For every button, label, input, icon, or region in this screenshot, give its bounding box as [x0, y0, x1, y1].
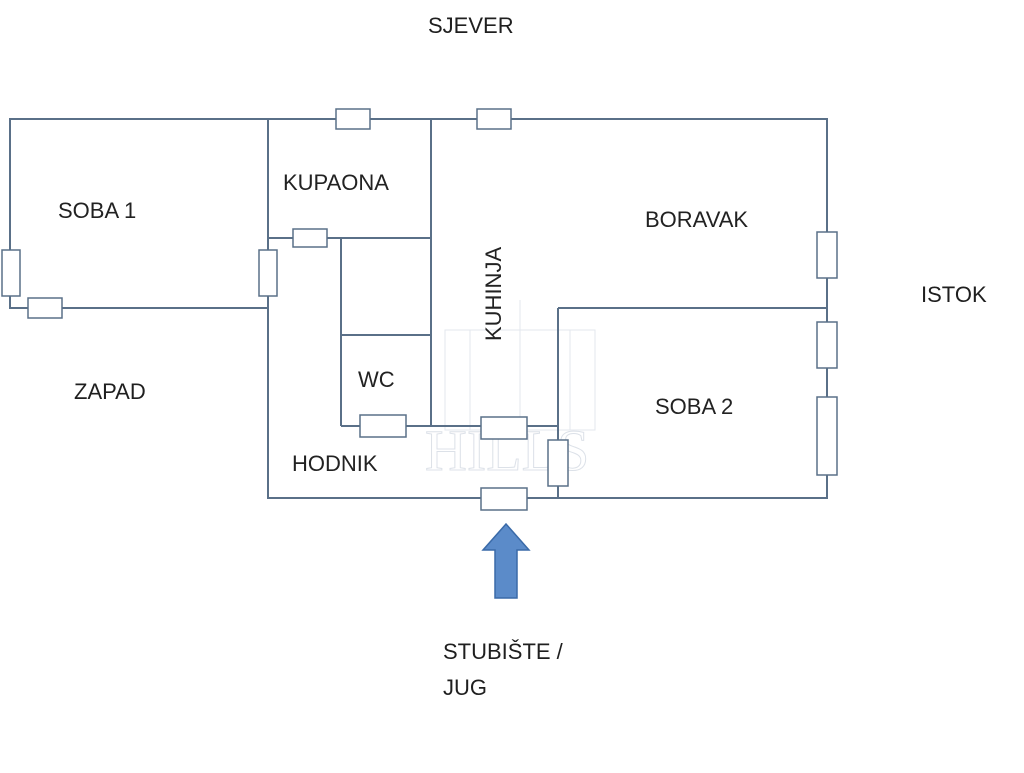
compass-east: ISTOK [921, 282, 987, 307]
room-label-boravak: BORAVAK [645, 207, 748, 232]
openings [1, 108, 838, 511]
window-boravak [816, 231, 838, 279]
window-soba2-upper [816, 321, 838, 369]
window-soba1-south [27, 297, 63, 319]
room-label-kuhinja: KUHINJA [481, 247, 506, 341]
compass-north: SJEVER [428, 13, 514, 38]
window-kupaona [335, 108, 371, 130]
room-label-soba1: SOBA 1 [58, 198, 136, 223]
window-soba1-west [1, 249, 21, 297]
door-kuhinja [480, 416, 528, 440]
compass-south-line1: STUBIŠTE / [443, 639, 564, 664]
door-kupaona [292, 228, 328, 248]
entrance-door [480, 487, 528, 511]
door-wc [359, 414, 407, 438]
room-label-kupaona: KUPAONA [283, 170, 389, 195]
soba1-walls [9, 118, 269, 309]
room-label-soba2: SOBA 2 [655, 394, 733, 419]
door-soba1 [258, 249, 278, 297]
watermark: HILLS [425, 300, 596, 484]
outer-walls [267, 118, 828, 499]
door-soba2 [547, 439, 569, 487]
entrance-arrow-icon [481, 522, 531, 599]
room-label-hodnik: HODNIK [292, 451, 378, 476]
compass-west: ZAPAD [74, 379, 146, 404]
window-soba2-lower [816, 396, 838, 476]
room-label-wc: WC [358, 367, 395, 392]
window-kuhinja [476, 108, 512, 130]
walls [9, 118, 828, 499]
compass-south-line2: JUG [443, 675, 487, 700]
